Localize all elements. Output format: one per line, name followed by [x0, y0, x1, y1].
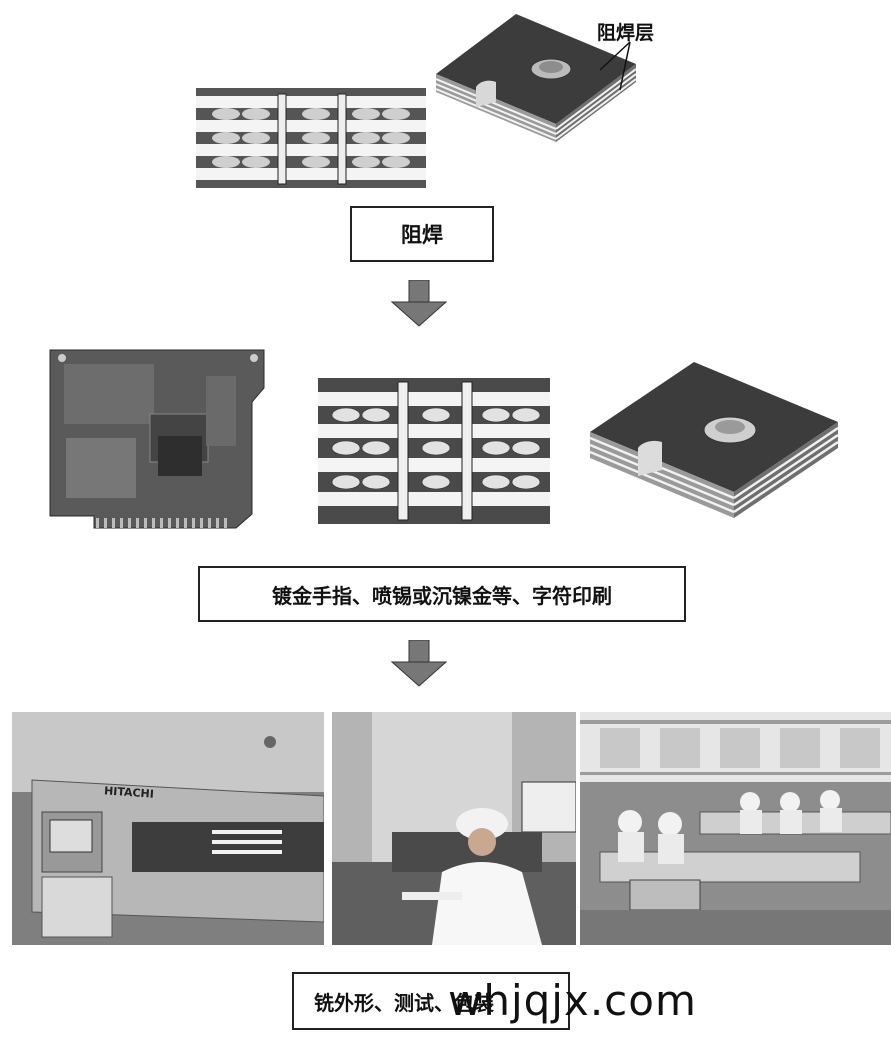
solder-mask-layer-callout: 阻焊层 — [597, 22, 655, 44]
pcb-3d-block-surface-finish — [590, 362, 839, 518]
watermark-text: whjqjx.com — [448, 976, 697, 1025]
routing-machine-photo: HITACHI — [12, 712, 324, 945]
stage1-label-box: 阻焊 — [350, 206, 494, 262]
pcb-board-photo — [49, 349, 265, 529]
down-arrow-icon — [390, 640, 448, 687]
pcb-cross-section-solder-mask — [196, 88, 426, 188]
down-arrow-icon — [390, 280, 448, 327]
pcb-cross-section-surface-finish — [318, 378, 550, 524]
packaging-workshop-photo — [580, 712, 891, 945]
stage2-label: 镀金手指、喷锡或沉镍金等、字符印刷 — [272, 583, 612, 608]
stage2-label-box: 镀金手指、喷锡或沉镍金等、字符印刷 — [198, 566, 686, 622]
stage1-label: 阻焊 — [401, 222, 443, 247]
stage3-label: 铣外形、测试、包装 — [314, 990, 494, 1015]
stage3-label-box: 铣外形、测试、包装 — [292, 972, 570, 1030]
callout-leader-lines — [599, 41, 631, 91]
pcb-3d-block-solder-mask — [436, 14, 636, 142]
electrical-test-photo — [332, 712, 576, 945]
